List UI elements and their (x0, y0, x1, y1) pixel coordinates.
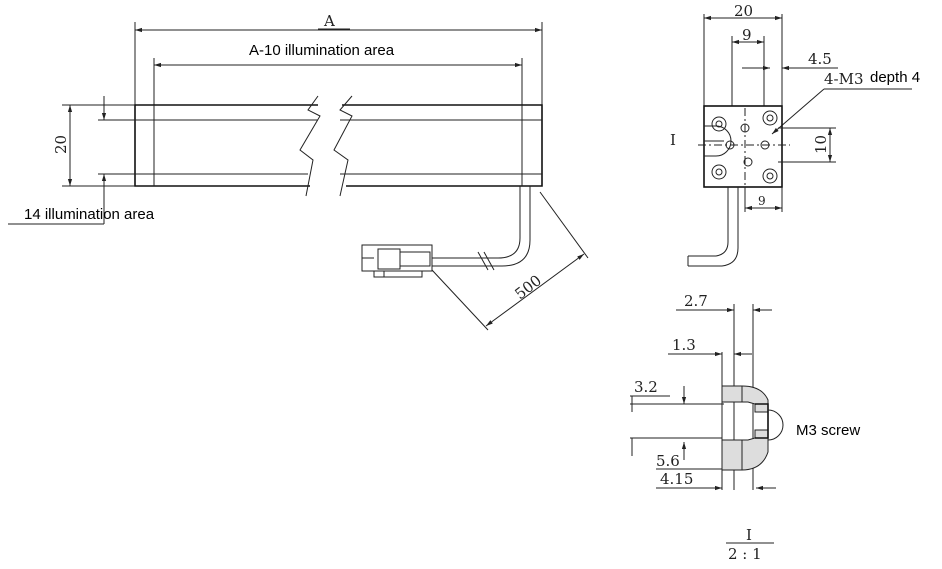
detail-scale-label: 2 : 1 (728, 545, 762, 563)
illum-area-label: A-10 illumination area (249, 42, 395, 59)
illum-width-label: 14 illumination area (24, 206, 155, 223)
side-thread-label: 4-M3 (824, 70, 864, 88)
connector (361, 244, 433, 278)
detail-view: 2.7 1.3 3.2 5.6 4.15 M3 screw I (630, 292, 860, 563)
detail-dim-2-7: 2.7 (684, 292, 708, 310)
screw-label: M3 screw (796, 422, 860, 439)
cable-length-label: 500 (511, 271, 545, 303)
side-bottom-offset-label: 9 (758, 194, 766, 208)
side-depth-label: depth 4 (870, 69, 920, 86)
length-dim-label: A (323, 12, 335, 30)
detail-dim-5-6: 5.6 (656, 452, 680, 470)
detail-dim-3-2: 3.2 (634, 378, 658, 396)
detail-dim-4-15: 4.15 (660, 470, 693, 488)
side-hole-offset-label: 9 (742, 26, 752, 44)
detail-caption-marker: I (746, 526, 752, 544)
detail-dim-1-3: 1.3 (672, 336, 696, 354)
side-view: 20 9 4.5 4-M3 depth 4 I (670, 2, 920, 267)
height-dim-label: 20 (52, 135, 70, 154)
front-view: A A-10 illumination area 20 14 illumina (8, 12, 589, 331)
side-width-label: 20 (734, 2, 753, 20)
detail-marker: I (670, 131, 676, 149)
side-hole-spacing-label: 10 (812, 135, 830, 154)
side-edge-offset-label: 4.5 (808, 50, 832, 68)
